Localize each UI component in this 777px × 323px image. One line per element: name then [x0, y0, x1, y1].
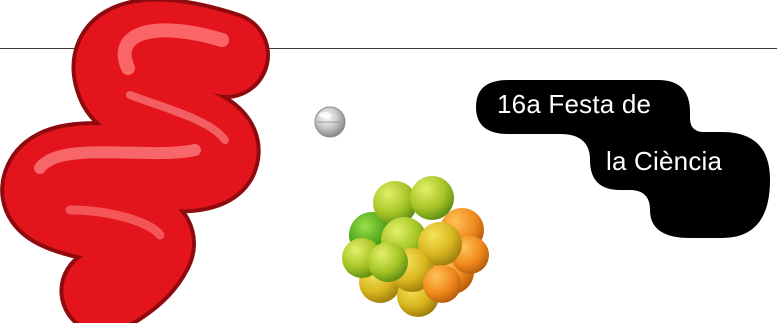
title-line-2: la Ciència: [606, 146, 723, 176]
molecule-cluster-icon: [342, 176, 489, 317]
horizontal-rule: [0, 48, 777, 49]
title-line-1: 16a Festa de: [497, 89, 652, 119]
title-badge: [476, 80, 770, 238]
red-squiggle-blob: [0, 0, 270, 323]
silver-bead-icon: [314, 106, 346, 138]
